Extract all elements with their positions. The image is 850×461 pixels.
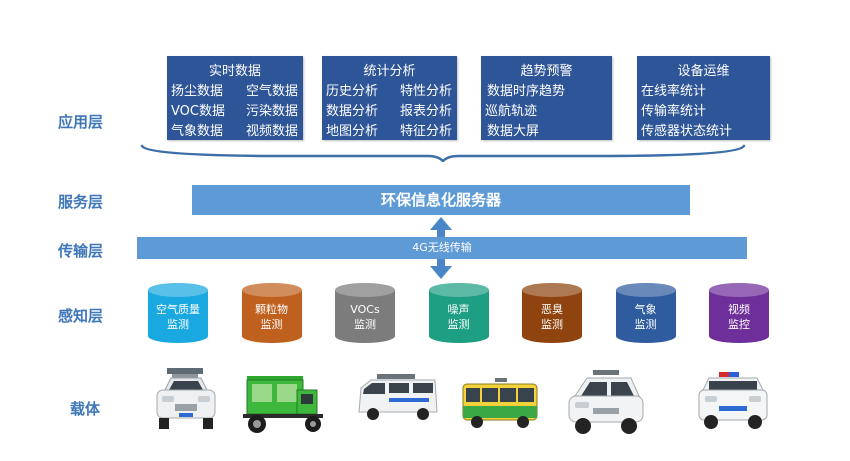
app-item: 特征分析: [400, 124, 453, 139]
tricycle-green-icon: [243, 376, 323, 433]
app-box-realtime-data: 实时数据 扬尘数据 空气数据 VOC数据 污染数据 气象数据 视频数据: [167, 56, 303, 140]
sensor-label: 颗粒物监测: [241, 302, 303, 332]
app-title: 实时数据: [208, 64, 261, 79]
sensor-label: 噪声监测: [428, 302, 490, 332]
app-item: VOC数据: [171, 104, 225, 119]
sedan-white-icon: [156, 368, 216, 429]
layer-label-carrier: 载体: [70, 400, 101, 418]
sensor-label: 空气质量监测: [147, 302, 209, 332]
sensor-label-line2: 监测: [447, 318, 470, 331]
suv-white-icon: [568, 370, 644, 434]
cylinder-icon: [709, 283, 769, 343]
brace-icon: [140, 144, 746, 162]
sensor-label-line1: 颗粒物: [255, 303, 288, 316]
layer-label-application: 应用层: [58, 113, 104, 131]
app-item: 扬尘数据: [171, 84, 224, 99]
app-item: 数据大屏: [487, 124, 540, 139]
app-item: 在线率统计: [641, 84, 707, 99]
cylinder-icon: [335, 283, 395, 343]
app-item: 特性分析: [400, 84, 453, 99]
sensor-cylinder: VOCs 监测: [334, 282, 396, 344]
app-box-device-maintenance: 设备运维 在线率统计 传输率统计 传感器状态统计: [637, 56, 770, 140]
app-box-statistics: 统计分析 历史分析 特性分析 数据分析 报表分析 地图分析 特征分析: [322, 56, 457, 140]
app-item: 空气数据: [246, 84, 299, 99]
app-item: 数据分析: [326, 104, 379, 119]
sensor-cylinder: 颗粒物监测: [241, 282, 303, 344]
cylinder-icon: [148, 283, 208, 343]
app-item: 污染数据: [246, 104, 299, 119]
sensor-label-line2: 监测: [167, 318, 189, 331]
app-item: 气象数据: [171, 124, 224, 139]
transport-bar: 4G无线传输: [137, 237, 747, 259]
sensor-cylinder: 噪声监测: [428, 282, 490, 344]
sensor-label: 气象监测: [615, 302, 677, 332]
sensor-label: 恶臭监测: [521, 302, 583, 332]
sensor-label-line1: 视频: [728, 303, 750, 316]
sensor-label-line1: VOCs: [350, 303, 380, 316]
cylinder-icon: [615, 283, 676, 343]
sensor-label: VOCs 监测: [334, 302, 396, 332]
sensor-label-line1: 气象: [634, 303, 657, 316]
sensor-cylinder: 气象监测: [615, 282, 677, 344]
app-title: 设备运维: [677, 64, 730, 79]
server-bar: 环保信息化服务器: [192, 185, 690, 215]
app-item: 传感器状态统计: [641, 124, 733, 139]
sensor-cylinder: 视频监控: [708, 282, 770, 344]
app-item: 传输率统计: [641, 104, 707, 119]
sensor-label-line2: 监测: [634, 318, 657, 331]
sensor-label-line1: 空气质量: [156, 303, 200, 316]
layer-label-service: 服务层: [58, 193, 104, 211]
app-item: 巡航轨迹: [485, 104, 538, 119]
app-item: 报表分析: [400, 104, 453, 119]
cylinder-icon: [428, 283, 489, 343]
cylinder-icon: [522, 283, 582, 343]
app-item: 视频数据: [246, 124, 299, 139]
sensor-label-line2: 监测: [260, 318, 283, 331]
app-item: 数据时序趋势: [487, 84, 566, 99]
sensor-cylinder: 恶臭监测: [521, 282, 583, 344]
app-item: 历史分析: [326, 84, 379, 99]
cylinder-icon: [241, 283, 302, 343]
sensor-label: 视频监控: [708, 302, 770, 332]
app-title: 趋势预警: [520, 64, 573, 79]
app-item: 地图分析: [326, 124, 379, 139]
sensor-label-line2: 监测: [541, 318, 563, 331]
sensor-label-line1: 噪声: [447, 303, 470, 316]
police-car-icon: [698, 372, 768, 429]
sensor-label-line1: 恶臭: [541, 303, 563, 316]
van-white-icon: [358, 374, 438, 420]
layer-label-perception: 感知层: [58, 307, 104, 325]
layer-label-transport: 传输层: [58, 242, 104, 260]
app-title: 统计分析: [363, 64, 416, 79]
bus-yellow-green-icon: [462, 378, 538, 428]
sensor-label-line2: 监控: [728, 318, 750, 331]
sensor-label-line2: 监测: [354, 318, 376, 331]
sensor-cylinder: 空气质量监测: [147, 282, 209, 344]
app-box-trend-warning: 趋势预警 数据时序趋势 巡航轨迹 数据大屏: [481, 56, 612, 140]
